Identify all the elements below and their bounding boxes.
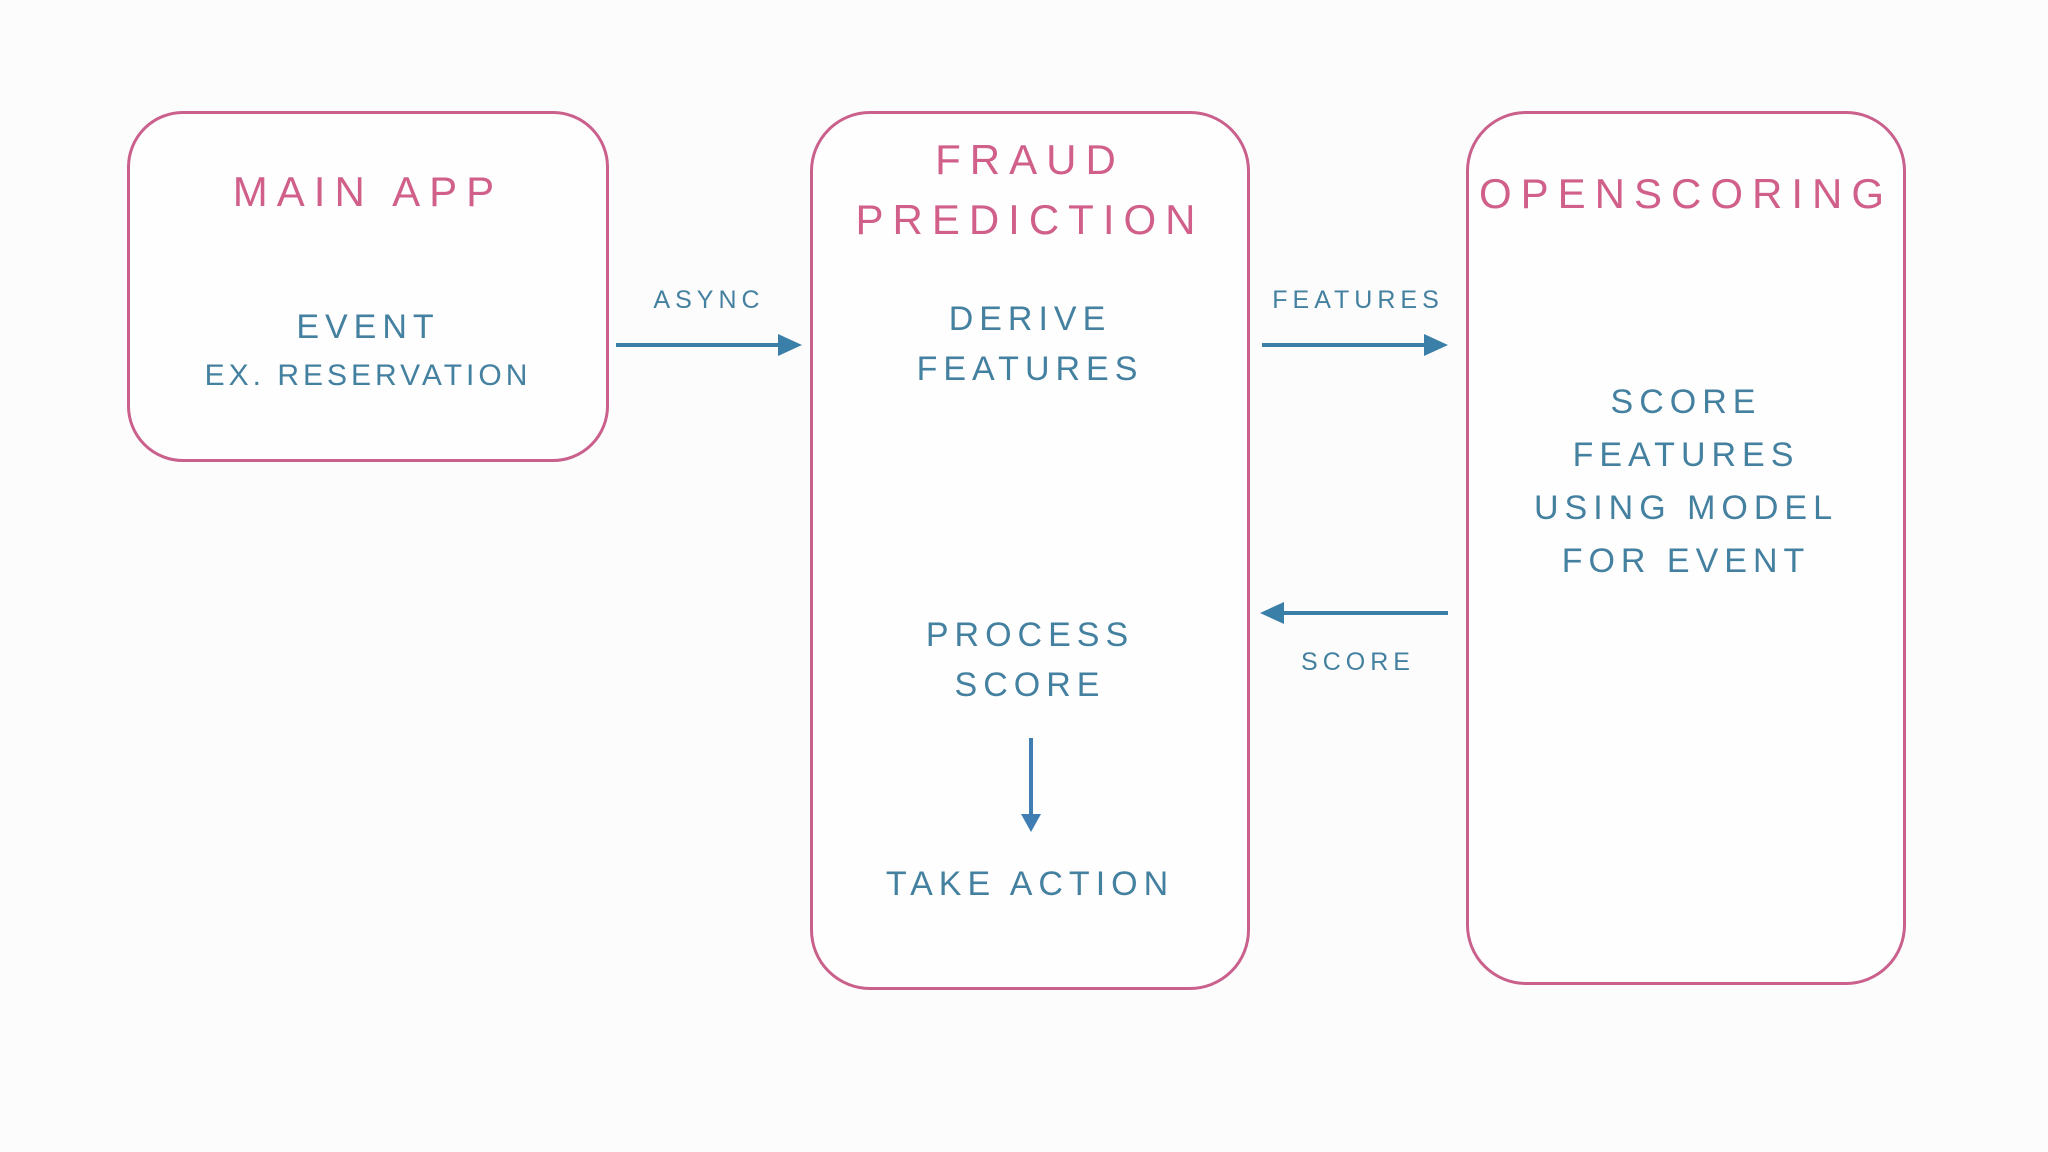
openscoring-box: OPENSCORING SCORE FEATURES USING MODEL F…	[1466, 111, 1906, 985]
main-app-body-line-1: EVENT	[296, 308, 440, 346]
main-app-box: MAIN APP EVENT EX. RESERVATION	[127, 111, 609, 462]
async-arrow-line	[616, 343, 780, 347]
openscoring-title: OPENSCORING	[1478, 170, 1894, 217]
fraud-prediction-title-line-1: FRAUD	[935, 136, 1125, 183]
main-app-title: MAIN APP	[232, 168, 504, 215]
score-arrow-line	[1284, 611, 1448, 615]
process-score-line-2: SCORE	[954, 666, 1106, 704]
async-arrow-head-right-icon	[778, 334, 802, 356]
openscoring-body-line-4: FOR EVENT	[1561, 542, 1811, 580]
openscoring-body-line-1: SCORE	[1610, 383, 1762, 421]
fraud-prediction-title-line-2: PREDICTION	[855, 196, 1205, 243]
process-score-line-1: PROCESS	[925, 616, 1135, 654]
score-arrow-head-left-icon	[1260, 602, 1284, 624]
async-arrow-label: ASYNC	[653, 286, 765, 314]
openscoring-body-line-2: FEATURES	[1572, 436, 1800, 474]
process-to-take-action-arrow-line	[1029, 738, 1033, 814]
features-arrow-label: FEATURES	[1272, 286, 1444, 314]
fraud-prediction-box: FRAUD PREDICTION DERIVE FEATURES PROCESS…	[810, 111, 1250, 990]
features-arrow-line	[1262, 343, 1426, 347]
derive-features-line-2: FEATURES	[916, 350, 1144, 388]
derive-features-line-1: DERIVE	[948, 300, 1112, 338]
score-arrow-label: SCORE	[1301, 648, 1415, 676]
main-app-body-line-2: EX. RESERVATION	[204, 359, 532, 392]
openscoring-body-line-3: USING MODEL	[1533, 489, 1839, 527]
features-arrow-head-right-icon	[1424, 334, 1448, 356]
process-to-take-action-arrow-head-down-icon	[1021, 814, 1041, 832]
take-action-label: TAKE ACTION	[885, 865, 1175, 903]
